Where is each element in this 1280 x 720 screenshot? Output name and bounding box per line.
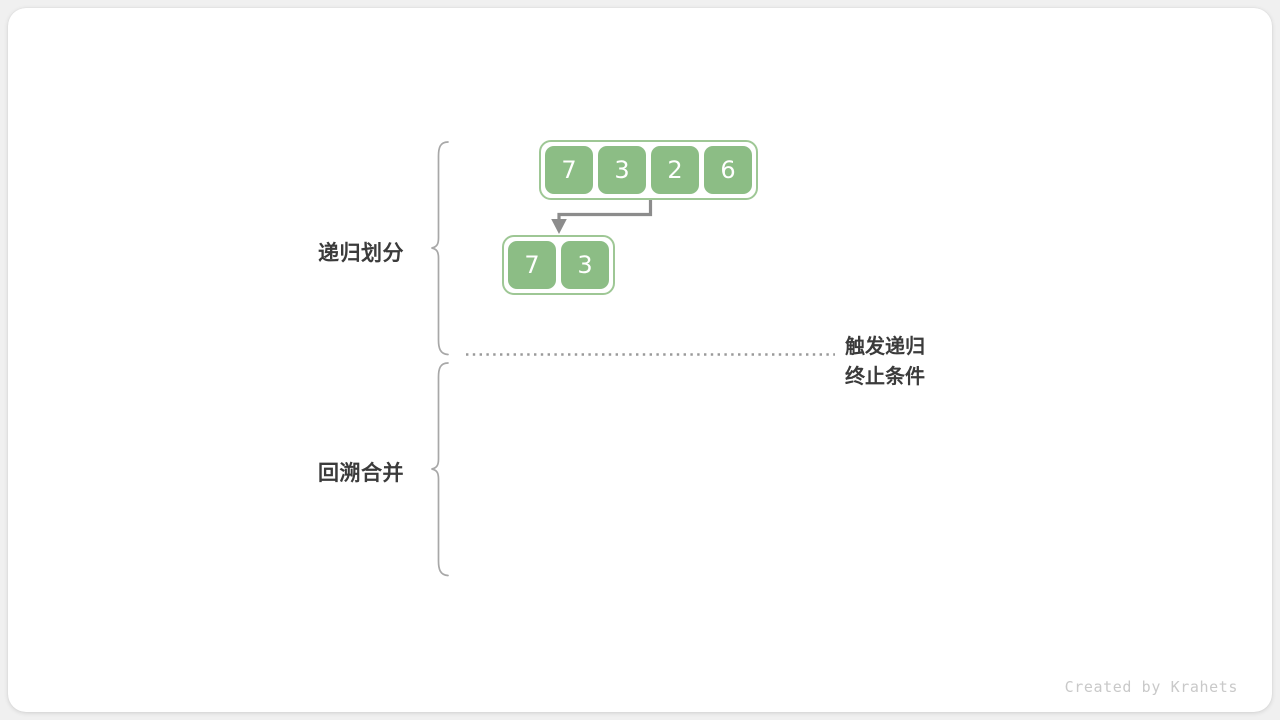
divide-arrow	[551, 196, 653, 234]
watermark: Created by Krahets	[1064, 678, 1238, 696]
array-cell: 2	[651, 146, 699, 194]
array-left-half: 7 3	[502, 235, 615, 295]
array-cell: 7	[545, 146, 593, 194]
slide-card	[8, 8, 1272, 712]
section-label-divide: 递归划分	[318, 241, 404, 265]
array-cell: 7	[508, 241, 556, 289]
array-root: 7 3 2 6	[539, 140, 758, 200]
note-line-1: 触发递归	[845, 334, 925, 358]
array-cell: 6	[704, 146, 752, 194]
section-label-merge: 回溯合并	[318, 461, 404, 485]
brace-divide	[431, 141, 449, 356]
recursion-terminate-note: 触发递归 终止条件	[845, 331, 925, 391]
array-cell: 3	[561, 241, 609, 289]
array-cell: 3	[598, 146, 646, 194]
note-line-2: 终止条件	[845, 364, 925, 388]
brace-merge	[431, 362, 449, 577]
